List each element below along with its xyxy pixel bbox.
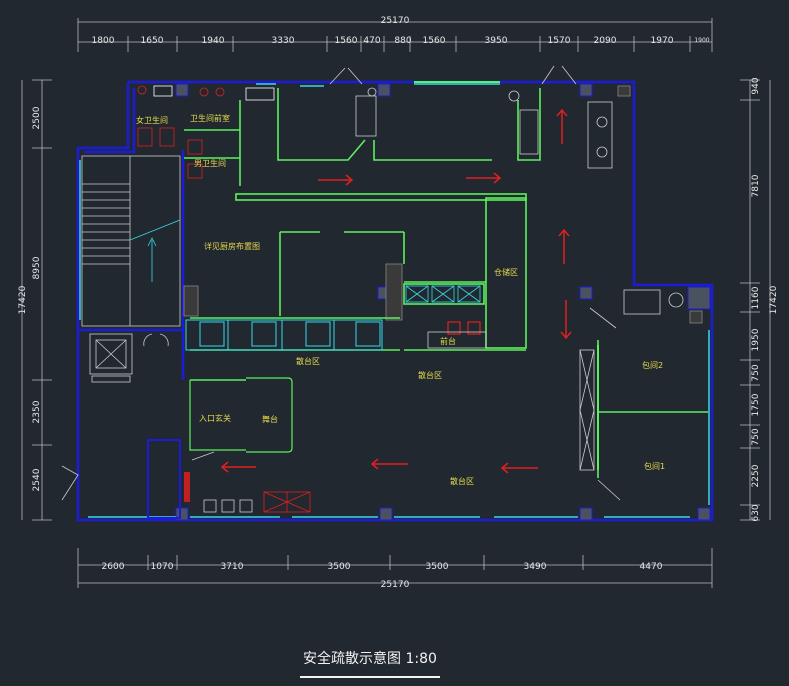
left-total-dim: 17420: [18, 285, 28, 314]
top-seg: 2090: [594, 36, 617, 46]
arrow-up-icon: [558, 228, 570, 264]
restroom-fixtures: [137, 85, 275, 179]
private-room-2-label: 包间2: [642, 360, 663, 370]
top-seg: 1650: [141, 36, 164, 46]
private-room-1-label: 包间1: [644, 461, 665, 471]
restroom-lobby-label: 卫生间前室: [190, 113, 230, 123]
top-seg: 1800: [92, 36, 115, 46]
bottom-seg: 4470: [640, 562, 663, 572]
female-restroom-label: 女卫生间: [136, 115, 168, 125]
stage-label: 舞台: [262, 414, 278, 424]
arrow-left-icon: [500, 462, 538, 474]
hatched-walls: [183, 85, 703, 324]
arrow-down-icon: [560, 300, 572, 340]
seating-label: 散台区: [418, 370, 442, 380]
right-seg: 750: [751, 428, 761, 445]
glazing-green: [414, 81, 599, 470]
right-total-dim: 17420: [769, 285, 779, 314]
bottom-seg: 3500: [328, 562, 351, 572]
right-seg: 7810: [751, 174, 761, 197]
bottom-seg: 1070: [151, 562, 174, 572]
top-seg: 3950: [485, 36, 508, 46]
right-seg: 2250: [751, 464, 761, 487]
arrow-right-icon: [466, 172, 502, 184]
exterior-walls: [76, 80, 714, 522]
room-labels: 女卫生间 卫生间前室 男卫生间 详见厨房布置图 仓储区 前台 散台区 散台区 散…: [136, 113, 665, 486]
top-seg: 880: [394, 36, 411, 46]
prep-fixtures: [355, 87, 684, 315]
bottom-seg: 3490: [524, 562, 547, 572]
storage-shelves: [405, 285, 481, 303]
kitchen-note-label: 详见厨房布置图: [204, 241, 260, 251]
title-underline: [300, 676, 440, 678]
right-seg: 940: [751, 77, 761, 94]
left-seg: 8950: [32, 256, 42, 279]
arrow-up-icon: [556, 108, 568, 144]
top-seg: 3330: [272, 36, 295, 46]
top-segment-labels: 1800 1650 1940 3330 1560 470 880 1560 39…: [92, 36, 710, 46]
lift-shaft: [89, 333, 133, 383]
front-desk-label: 前台: [440, 336, 456, 346]
stage-area: [147, 377, 293, 519]
room-cabinets: [579, 349, 595, 471]
left-seg: 2500: [32, 106, 42, 129]
right-seg: 750: [751, 364, 761, 381]
entry-furniture: [203, 491, 311, 513]
right-seg: 630: [751, 504, 761, 521]
bottom-seg: 2600: [102, 562, 125, 572]
right-seg: 1750: [751, 393, 761, 416]
right-seg: 1950: [751, 328, 761, 351]
top-seg: 1970: [651, 36, 674, 46]
bottom-dimension-chain: [77, 548, 713, 588]
bottom-total-dim: 25170: [381, 580, 410, 590]
right-dimension-chain: [740, 79, 771, 521]
bottom-seg: 3710: [221, 562, 244, 572]
drawing-title: 安全疏散示意图 1:80: [303, 651, 437, 667]
bottom-segment-labels: 2600 1070 3710 3500 3500 3490 4470: [102, 562, 663, 572]
seating-label: 散台区: [450, 476, 474, 486]
top-seg: 1900: [694, 37, 709, 44]
male-restroom-label: 男卫生间: [194, 158, 226, 168]
bottom-seg: 3500: [426, 562, 449, 572]
top-seg: 1560: [423, 36, 446, 46]
doors: [61, 65, 621, 501]
arrow-left-icon: [370, 458, 408, 470]
right-seg: 1160: [751, 286, 761, 309]
storage-label: 仓储区: [494, 267, 518, 277]
arrow-left-icon: [220, 461, 256, 473]
evacuation-arrows: [220, 108, 572, 474]
top-seg: 470: [363, 36, 380, 46]
top-seg: 1560: [335, 36, 358, 46]
left-dimension-chain: [21, 79, 52, 521]
front-desk-chairs: [427, 321, 487, 349]
seating-label: 散台区: [296, 356, 320, 366]
kitchen-counter-units: [185, 319, 383, 351]
top-seg: 1940: [202, 36, 225, 46]
stair: [81, 155, 181, 327]
top-seg: 1570: [548, 36, 571, 46]
top-dimension-chain: [77, 18, 713, 52]
left-seg: 2540: [32, 468, 42, 491]
top-total-dim: 25170: [381, 16, 410, 26]
entrance-label: 入口玄关: [199, 413, 231, 423]
arrow-right-icon: [318, 174, 354, 186]
left-seg: 2350: [32, 400, 42, 423]
